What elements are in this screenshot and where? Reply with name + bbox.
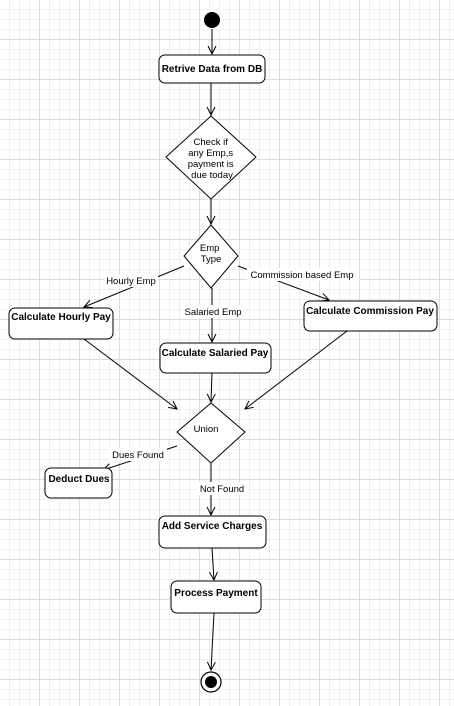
decision-union: Union bbox=[176, 402, 246, 464]
edge-label-commission-emp: Commission based Emp bbox=[247, 268, 359, 281]
decision-check-due: Check if any Emp,s payment is due today bbox=[165, 115, 257, 200]
decision-emp-type: Emp Type bbox=[183, 224, 239, 289]
decision-union-label: Union bbox=[194, 424, 219, 435]
decision-emp-type-line-2: Type bbox=[201, 254, 222, 265]
decision-check-due-line-4: due today bbox=[191, 170, 233, 181]
edge-label-hourly-emp: Hourly Emp bbox=[104, 274, 158, 287]
node-calculate-commission-pay: Calculate Commission Pay bbox=[303, 300, 438, 332]
node-calculate-hourly-pay-label: Calculate Hourly Pay bbox=[11, 312, 111, 323]
edge-salaried-to-union bbox=[211, 372, 212, 402]
edge-label-dues-found: Dues Found bbox=[109, 448, 167, 461]
start-node bbox=[204, 12, 220, 28]
decision-check-due-line-2: any Emp,s bbox=[188, 148, 233, 159]
node-calculate-salaried-pay-label: Calculate Salaried Pay bbox=[162, 348, 269, 359]
node-add-service-charges-label: Add Service Charges bbox=[162, 521, 263, 532]
node-calculate-commission-pay-label: Calculate Commission Pay bbox=[306, 306, 434, 317]
decision-check-due-line-3: payment is bbox=[188, 159, 234, 170]
edge-label-commission-emp-text: Commission based Emp bbox=[251, 270, 354, 281]
node-add-service-charges: Add Service Charges bbox=[158, 515, 267, 549]
edge-commission-to-union bbox=[245, 330, 348, 409]
end-node bbox=[200, 671, 222, 693]
decision-emp-type-label: Emp Type bbox=[200, 243, 222, 265]
node-process-payment: Process Payment bbox=[170, 580, 262, 614]
edge-label-not-found: Not Found bbox=[197, 482, 247, 495]
edge-process-to-end bbox=[211, 612, 214, 670]
node-retrieve-data: Retrive Data from DB bbox=[158, 54, 266, 84]
edge-label-not-found-text: Not Found bbox=[200, 484, 244, 495]
edge-service-to-process bbox=[212, 547, 214, 580]
edge-label-salaried-emp: Salaried Emp bbox=[182, 305, 244, 318]
node-calculate-hourly-pay: Calculate Hourly Pay bbox=[8, 307, 114, 340]
node-deduct-dues-label: Deduct Dues bbox=[48, 474, 110, 485]
decision-check-due-line-1: Check if bbox=[194, 137, 229, 148]
edge-label-hourly-emp-text: Hourly Emp bbox=[106, 276, 156, 287]
edge-label-salaried-emp-text: Salaried Emp bbox=[184, 307, 241, 318]
edge-label-dues-found-text: Dues Found bbox=[112, 450, 164, 461]
edge-hourly-to-union bbox=[83, 338, 177, 409]
node-deduct-dues: Deduct Dues bbox=[44, 467, 113, 499]
decision-emp-type-line-1: Emp bbox=[200, 243, 220, 254]
node-process-payment-label: Process Payment bbox=[174, 588, 258, 599]
node-retrieve-data-label: Retrive Data from DB bbox=[162, 64, 263, 75]
node-calculate-salaried-pay: Calculate Salaried Pay bbox=[159, 342, 272, 374]
decision-check-due-label: Check if any Emp,s payment is due today bbox=[188, 137, 237, 181]
